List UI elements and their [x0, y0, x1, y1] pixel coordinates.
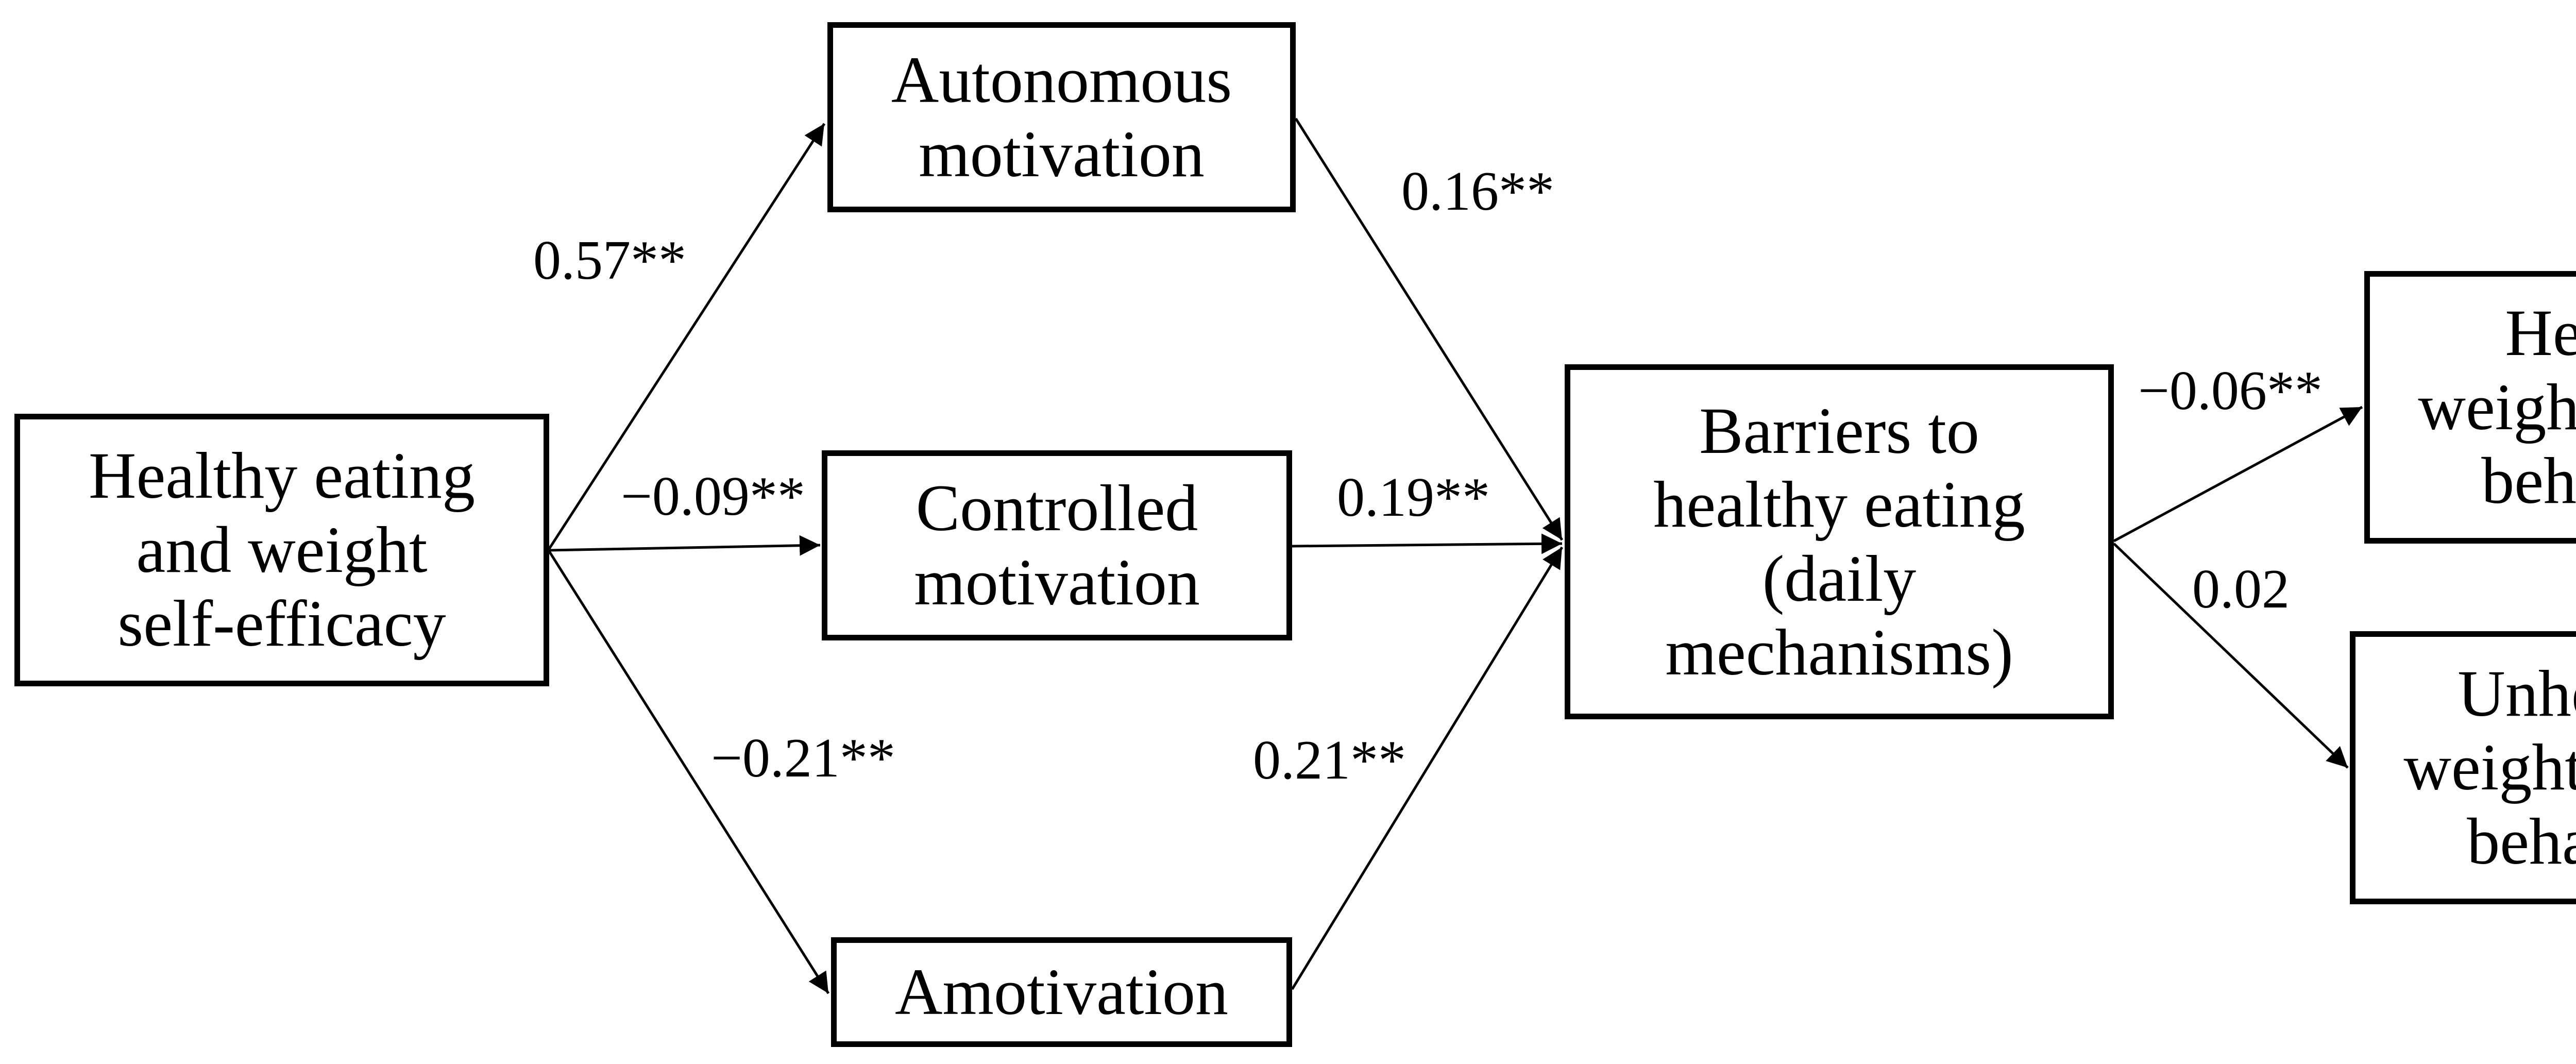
node-controlled-motivation: Controlled motivation [822, 450, 1292, 640]
edge-label-amotivation-barriers: 0.21** [1253, 730, 1406, 791]
node-autonomous-motivation: Autonomous motivation [827, 22, 1296, 212]
node-unhealthy-weight-control: Unhealthy weight control behaviors [2350, 631, 2576, 904]
edge-label-barriers-unhealthy-wcb: 0.02 [2192, 559, 2290, 620]
arrow-amotivation-to-barriers [1291, 546, 1564, 990]
edge-label-controlled-barriers: 0.19** [1337, 467, 1490, 528]
arrow-barriers-to-unhealthy-wcb [2113, 543, 2349, 769]
edge-label-self-efficacy-controlled: −0.09** [621, 466, 805, 527]
edge-label-self-efficacy-amotivation: −0.21** [711, 728, 895, 789]
edge-label-barriers-healthy-wcb: −0.06** [2138, 360, 2323, 421]
node-self-efficacy: Healthy eating and weight self-efficacy [14, 414, 549, 686]
node-amotivation: Amotivation [831, 937, 1292, 1047]
arrow-self-efficacy-to-controlled [549, 535, 821, 556]
edge-label-autonomous-barriers: 0.16** [1401, 161, 1554, 222]
arrow-barriers-to-healthy-wcb [2113, 406, 2363, 543]
arrow-controlled-to-barriers [1292, 533, 1563, 554]
arrow-self-efficacy-to-autonomous [548, 123, 826, 550]
edge-label-self-efficacy-autonomous: 0.57** [533, 230, 686, 291]
node-healthy-weight-control: Healthy weight control behaviors [2364, 271, 2576, 544]
arrow-self-efficacy-to-amotivation [548, 550, 830, 994]
node-barriers-to-healthy-eating: Barriers to healthy eating (daily mechan… [1565, 364, 2114, 719]
arrow-autonomous-to-barriers [1294, 117, 1564, 541]
